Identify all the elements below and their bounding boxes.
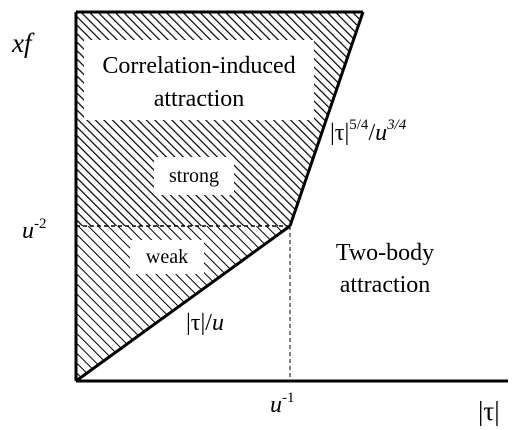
upper-boundary-formula: |τ|5/4/u3/4 (330, 117, 407, 146)
x-axis-label: |τ| (478, 396, 500, 426)
upper-boundary-line (288, 11, 365, 227)
two-body-label-line2: attraction (340, 272, 431, 298)
weak-label-box (130, 240, 204, 274)
x-tick-label: u-1 (270, 390, 295, 418)
correlation-label-line1: Correlation-induced (102, 53, 295, 79)
two-body-label-line1: Two-body (336, 240, 434, 266)
weak-label: weak (146, 246, 188, 268)
correlation-label-line2: attraction (154, 86, 245, 112)
y-tick-label: u-2 (22, 216, 47, 244)
y-axis-label: xf (11, 28, 35, 58)
lower-boundary-line (75, 224, 291, 383)
strong-label: strong (169, 165, 219, 187)
strong-label-box (154, 157, 234, 195)
lower-boundary-formula: |τ|/u (186, 310, 224, 336)
correlation-label-box (84, 40, 314, 120)
